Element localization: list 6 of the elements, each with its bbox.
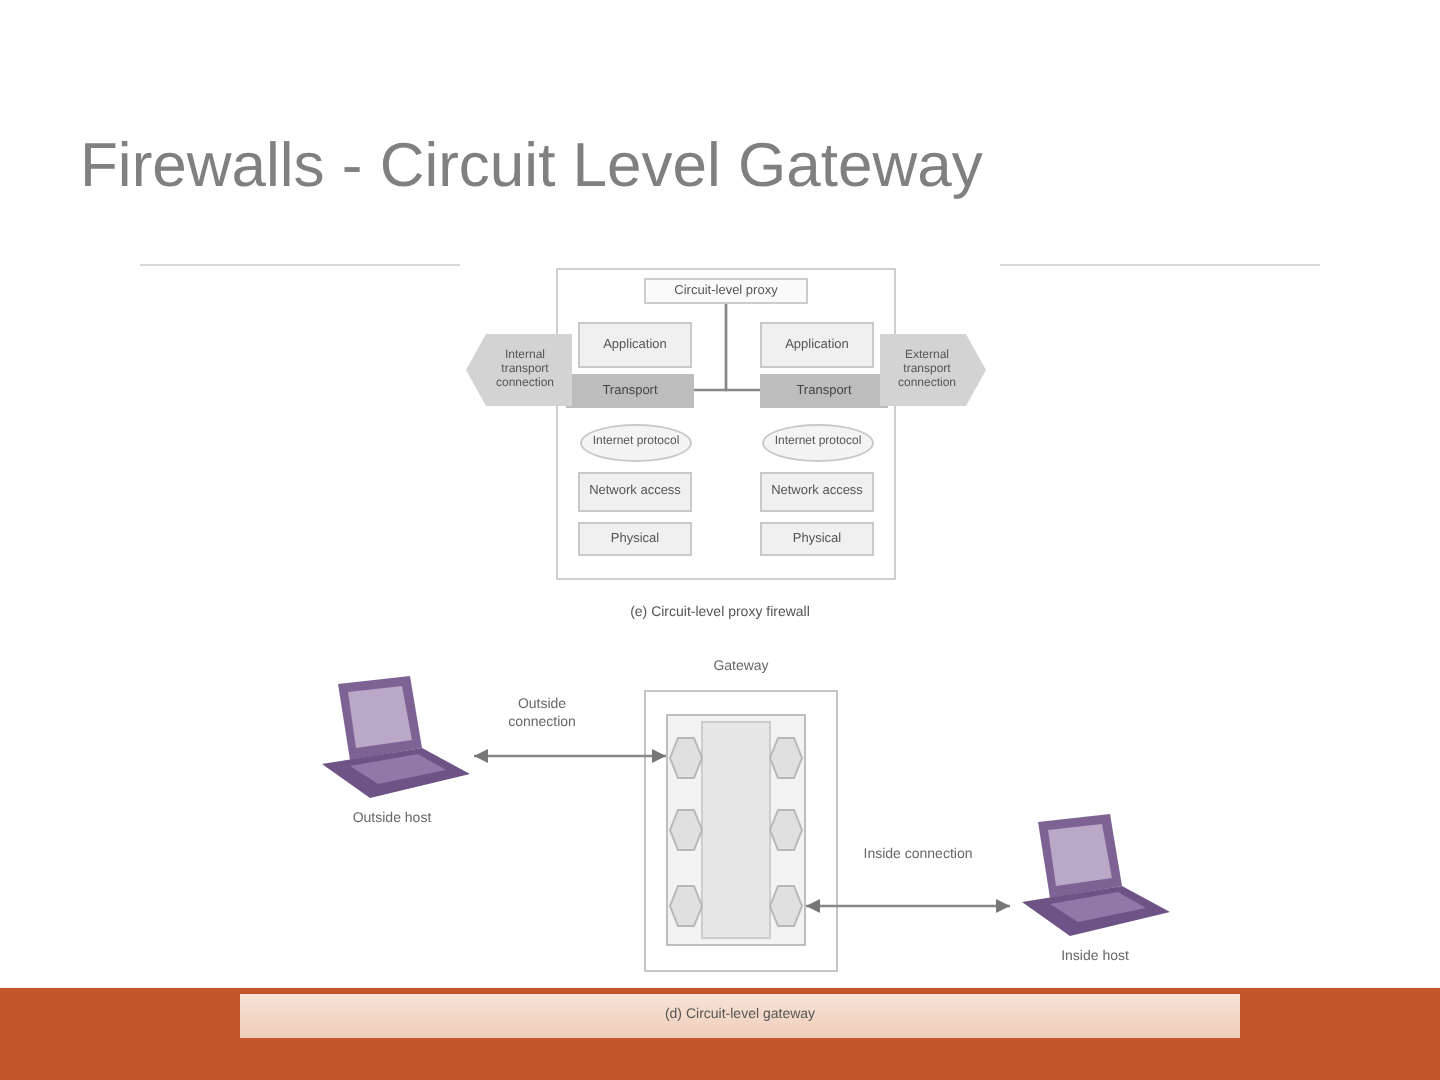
slide-title: Firewalls - Circuit Level Gateway: [80, 128, 983, 204]
relay-panel: [666, 714, 806, 946]
firewall-box: [556, 268, 896, 580]
arrow: [806, 898, 1010, 914]
connector-line: [724, 304, 760, 392]
arrow: [474, 748, 666, 764]
